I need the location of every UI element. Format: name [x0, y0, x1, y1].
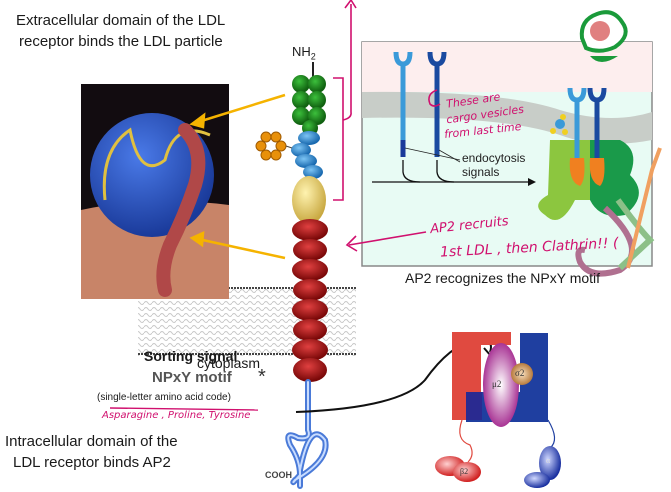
cooh-label: COOH [265, 470, 292, 480]
amino-underline [109, 407, 259, 411]
panel-receptor-dark [427, 51, 447, 157]
npxy-asterisk: * [258, 366, 266, 388]
nh2-label: NH2 [292, 44, 316, 62]
blue-egf-domains [291, 131, 323, 179]
sigma2-label: σ2 [515, 368, 525, 378]
endocytosis-label-line1: endocytosis [462, 151, 526, 165]
endocytosis-label-line2: signals [462, 165, 500, 179]
cytoplasm-label: cytoplasm [197, 355, 261, 371]
beta-propeller [255, 131, 287, 161]
red-transmembrane-domain [292, 219, 328, 382]
beta2-subunit [453, 462, 481, 482]
sigma2-subunit [511, 363, 533, 385]
mu2-label: μ2 [492, 379, 502, 389]
amino-code-label: (single-letter amino acid code) [97, 392, 231, 403]
beta2-label: β2 [460, 467, 469, 476]
alpha-label: α [546, 456, 551, 465]
amino-names-annotation: Asparagine , Proline, Tyrosine [102, 410, 251, 421]
intracellular-label-line2: LDL receptor binds AP2 [13, 454, 171, 471]
ldl-particle-image [81, 84, 229, 299]
intracellular-label-line1: Intracellular domain of the [5, 433, 178, 450]
cargo-curl-icon [428, 89, 441, 107]
ldl-receptor [255, 62, 329, 489]
sorting-signal-label: Sorting signal [144, 348, 238, 364]
mu2-subunit [483, 343, 519, 427]
ap2-complex [435, 332, 561, 488]
annotation-bracket [333, 0, 357, 201]
ap2-recruits-arrow [345, 231, 427, 252]
cytoplasmic-tail [285, 379, 329, 489]
alpha-subunit [539, 446, 561, 480]
endocytosis-panel [361, 10, 662, 277]
alpha-lower [524, 472, 550, 488]
nh2-text: NH [292, 44, 311, 59]
nh2-subscript: 2 [310, 51, 316, 62]
extracellular-label-line2: receptor binds the LDL particle [19, 33, 223, 50]
green-ligand-binding-domains [292, 75, 326, 136]
binding-arrows [189, 93, 286, 260]
ap2-recognizes-label: AP2 recognizes the NPxY motif [405, 270, 601, 286]
extracellular-label-line1: Extracellular domain of the LDL [16, 12, 226, 29]
npxy-motif-label: NPxY motif [152, 369, 232, 386]
